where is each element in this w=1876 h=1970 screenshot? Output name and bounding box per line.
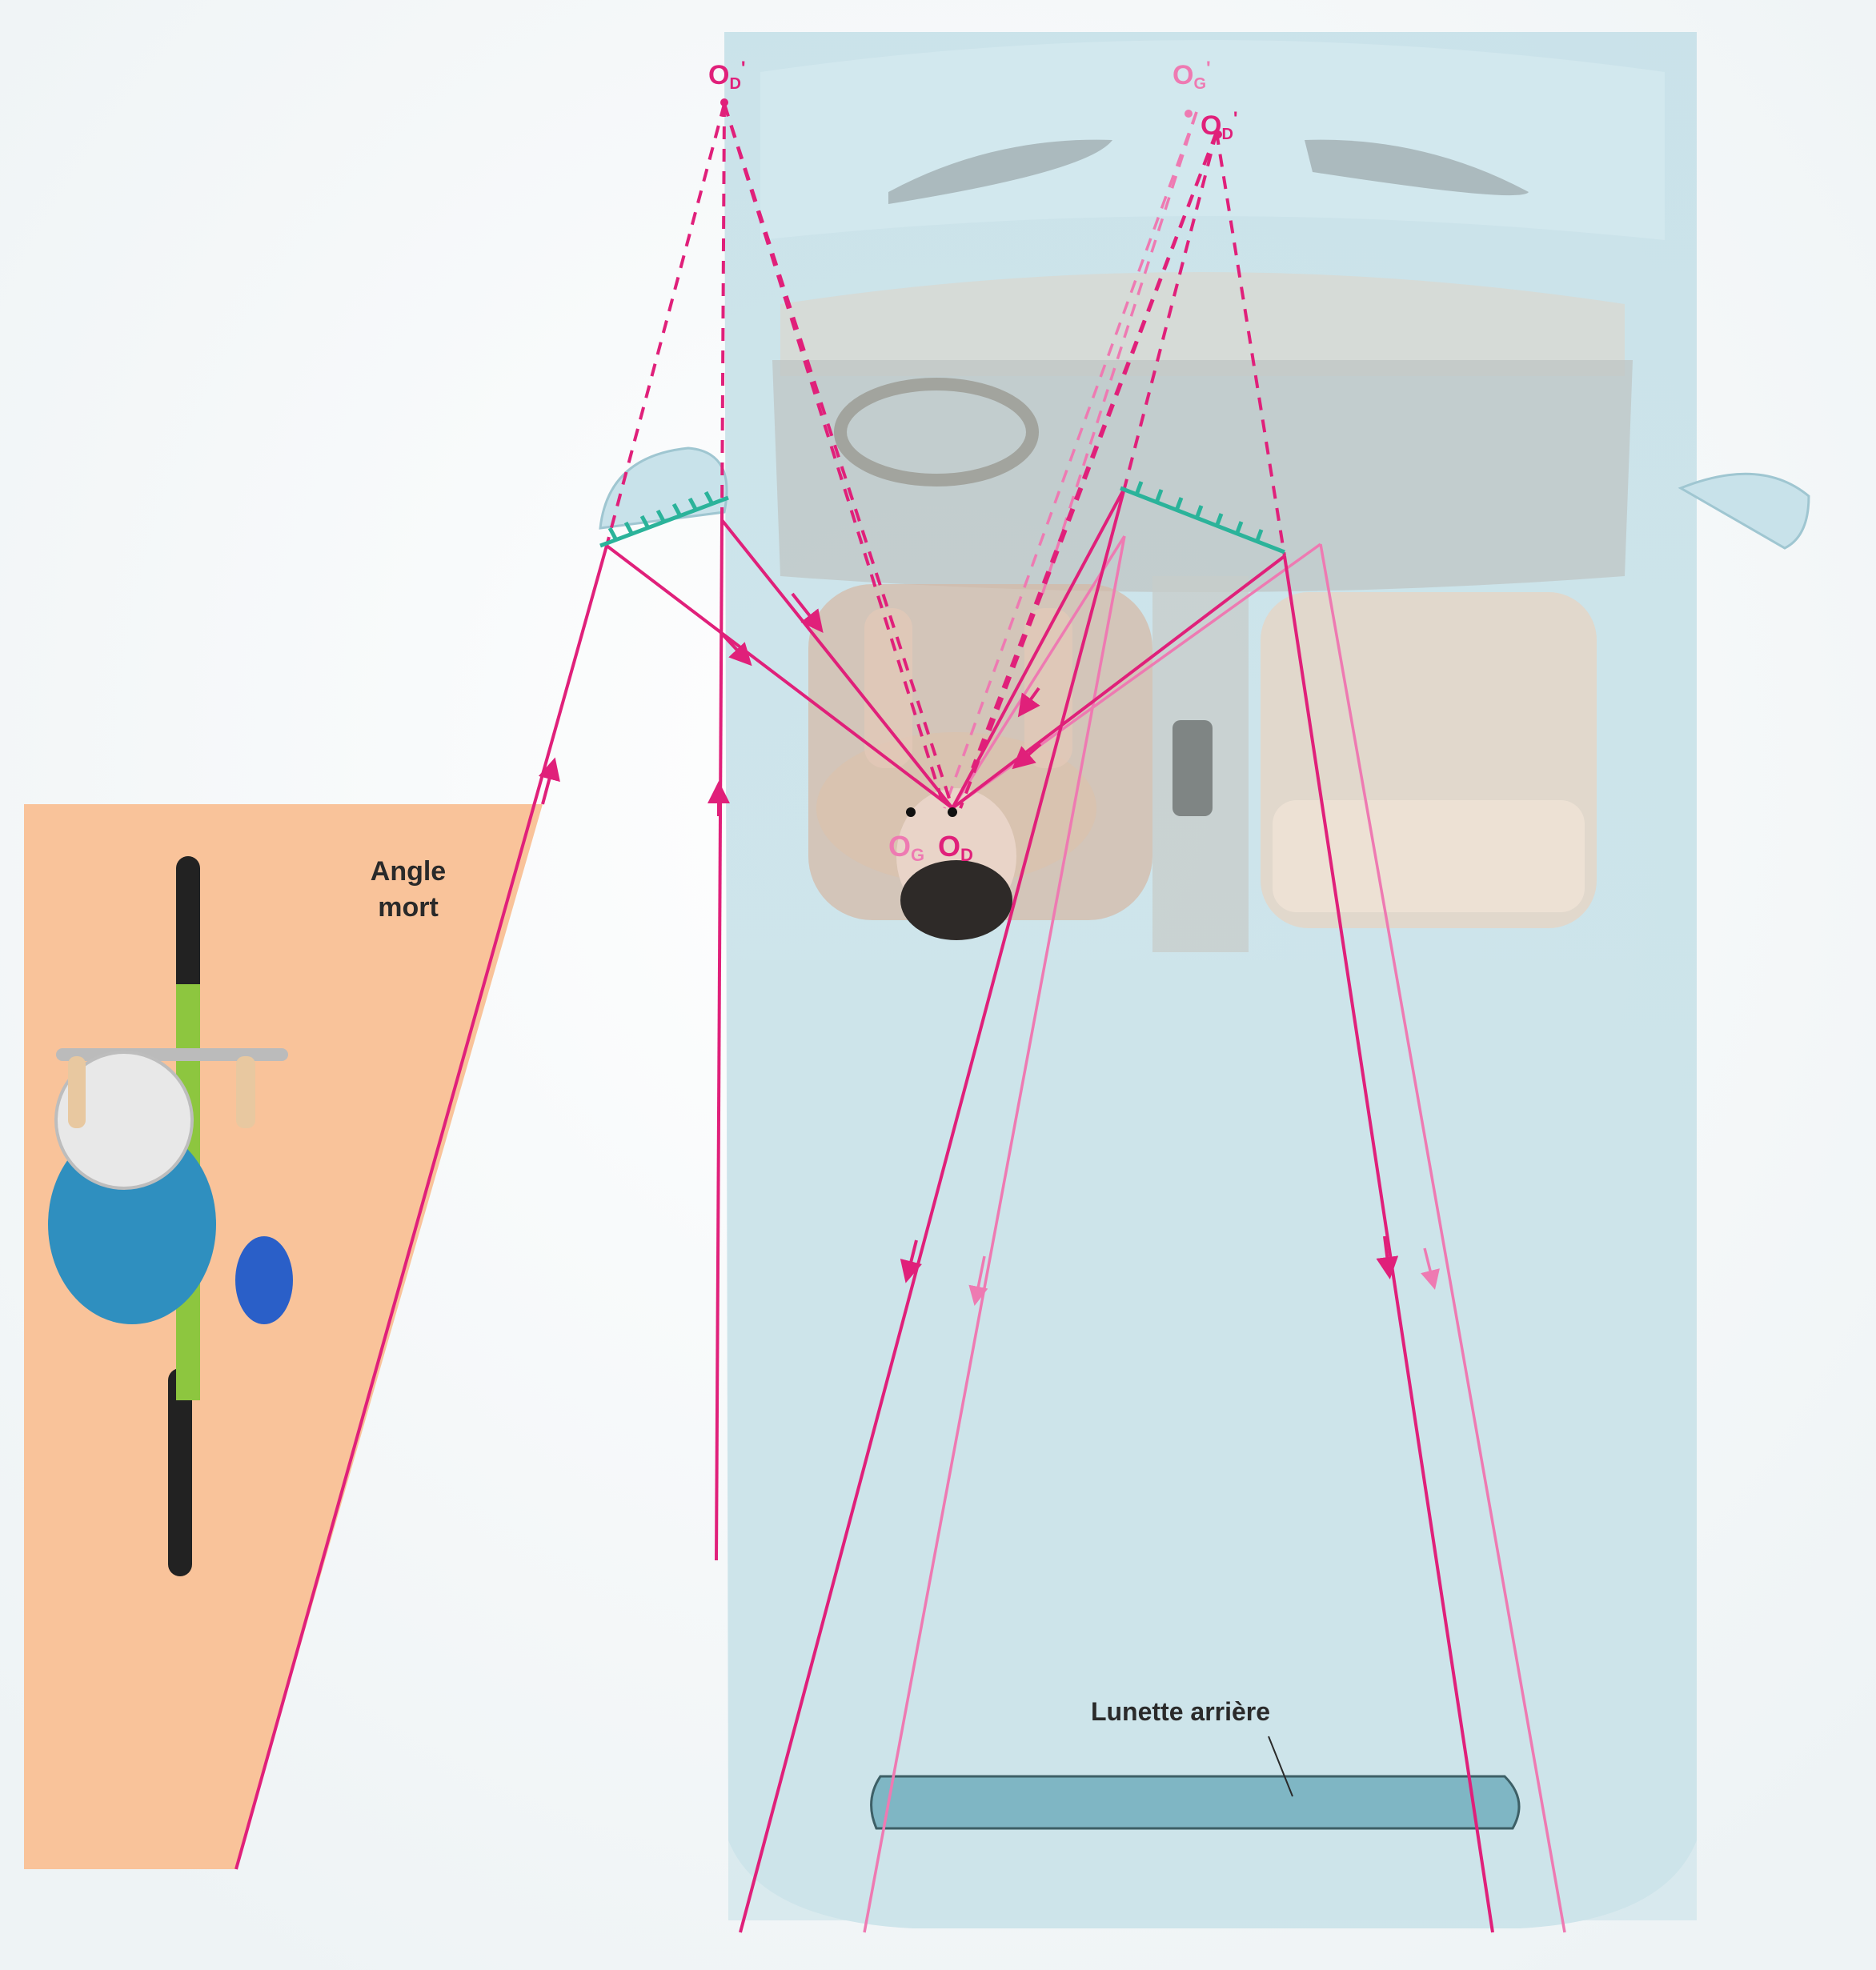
ray-line: [951, 487, 1126, 809]
ray-line: [1215, 131, 1286, 557]
ray-line: [1012, 743, 1042, 770]
image-od-left-point: [720, 98, 728, 106]
ray-line: [791, 592, 824, 633]
ray-line: [971, 131, 1218, 769]
ray-line: [605, 544, 954, 810]
rear-window: [870, 1775, 1521, 1830]
ray-line: [1017, 687, 1040, 718]
ray-line: [720, 519, 954, 810]
ray-line: [1319, 543, 1566, 1933]
passenger-seat-back: [1273, 800, 1585, 912]
ray-line: [943, 111, 1198, 809]
image-og-right-label: OG': [1172, 58, 1211, 93]
ray-line: [968, 1255, 988, 1307]
blind-spot-label-line2: mort: [378, 892, 439, 923]
ray-line: [719, 631, 752, 667]
left-eye-label: OG: [888, 830, 924, 865]
ray-line: [900, 1239, 922, 1283]
image-od-right-point: [1214, 130, 1222, 138]
right-eye-label: OD: [938, 830, 973, 865]
mirror-right: [1120, 481, 1285, 555]
ray-line: [1123, 131, 1218, 489]
steering-wheel: [834, 378, 1039, 486]
windshield: [780, 272, 1625, 376]
ray-line: [1283, 555, 1494, 1933]
ray-line: [720, 103, 726, 521]
air-vent-right: [1305, 139, 1529, 196]
cyclist-icon: [48, 856, 293, 1576]
gear-lever: [1172, 720, 1213, 816]
ray-line: [715, 519, 724, 1561]
dashboard: [772, 360, 1633, 592]
right-eye-point: [948, 807, 957, 817]
ray-line: [739, 487, 1126, 1933]
ray-line: [723, 103, 946, 809]
air-vent-left: [888, 139, 1112, 204]
ray-line: [605, 103, 726, 547]
ray-line: [951, 555, 1286, 810]
image-og-right-point: [1185, 110, 1193, 118]
ray-line: [863, 535, 1126, 1933]
mirror-left: [599, 490, 729, 548]
image-od-left-label: OD': [708, 58, 746, 93]
ray-line: [951, 535, 1126, 809]
rear-window-leader: [1268, 1736, 1293, 1797]
ray-line: [538, 757, 560, 805]
image-od-right-label: OD': [1201, 108, 1238, 143]
ray-line: [1376, 1235, 1399, 1279]
rays-dark: [234, 103, 1494, 1933]
blind-spot-label-line1: Angle: [371, 856, 446, 887]
right-side-mirror: [1678, 472, 1810, 550]
ray-line: [1421, 1247, 1440, 1290]
rear-window-label: Lunette arrière: [1091, 1697, 1270, 1726]
car-icon: [599, 32, 1810, 1928]
left-eye-point: [906, 807, 916, 817]
